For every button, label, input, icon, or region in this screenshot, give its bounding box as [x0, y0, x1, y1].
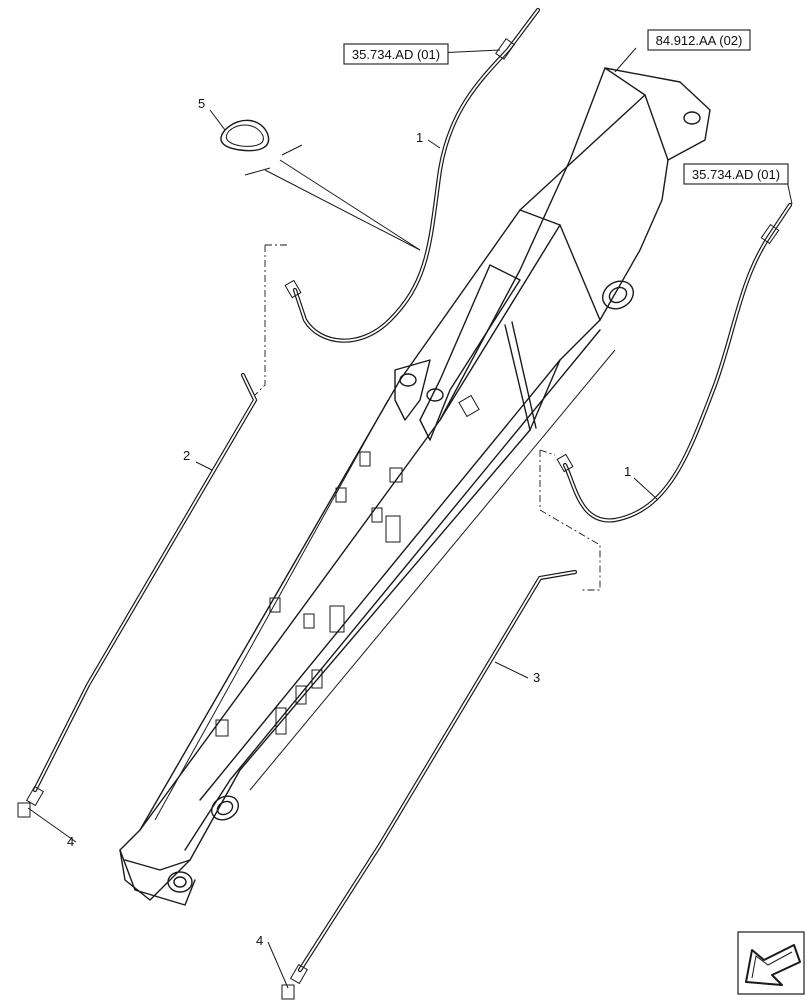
ref-box-hose-right[interactable]: 35.734.AD (01) — [683, 163, 789, 185]
arrow-icon[interactable] — [737, 931, 805, 995]
boom-arm — [119, 67, 711, 906]
callout-4-bottom: 4 — [256, 933, 263, 948]
ref-label-boom: 84.912.AA (02) — [656, 33, 743, 48]
callout-1-right: 1 — [624, 464, 631, 479]
ref-label-hose-right: 35.734.AD (01) — [692, 167, 780, 182]
callout-5: 5 — [198, 96, 205, 111]
hose-1-top — [284, 7, 541, 343]
ref-box-boom[interactable]: 84.912.AA (02) — [647, 29, 751, 51]
ref-label-hose-top: 35.734.AD (01) — [352, 47, 440, 62]
ref-box-hose-top[interactable]: 35.734.AD (01) — [343, 43, 449, 65]
tube-3 — [281, 569, 578, 1000]
callout-1-top: 1 — [416, 130, 423, 145]
callout-4-left: 4 — [67, 834, 74, 849]
tube-2 — [17, 372, 258, 818]
callout-2: 2 — [183, 448, 190, 463]
reference-lines — [27, 47, 793, 989]
hose-1-right — [556, 202, 793, 523]
callout-3: 3 — [533, 670, 540, 685]
o-ring-5 — [220, 119, 270, 152]
